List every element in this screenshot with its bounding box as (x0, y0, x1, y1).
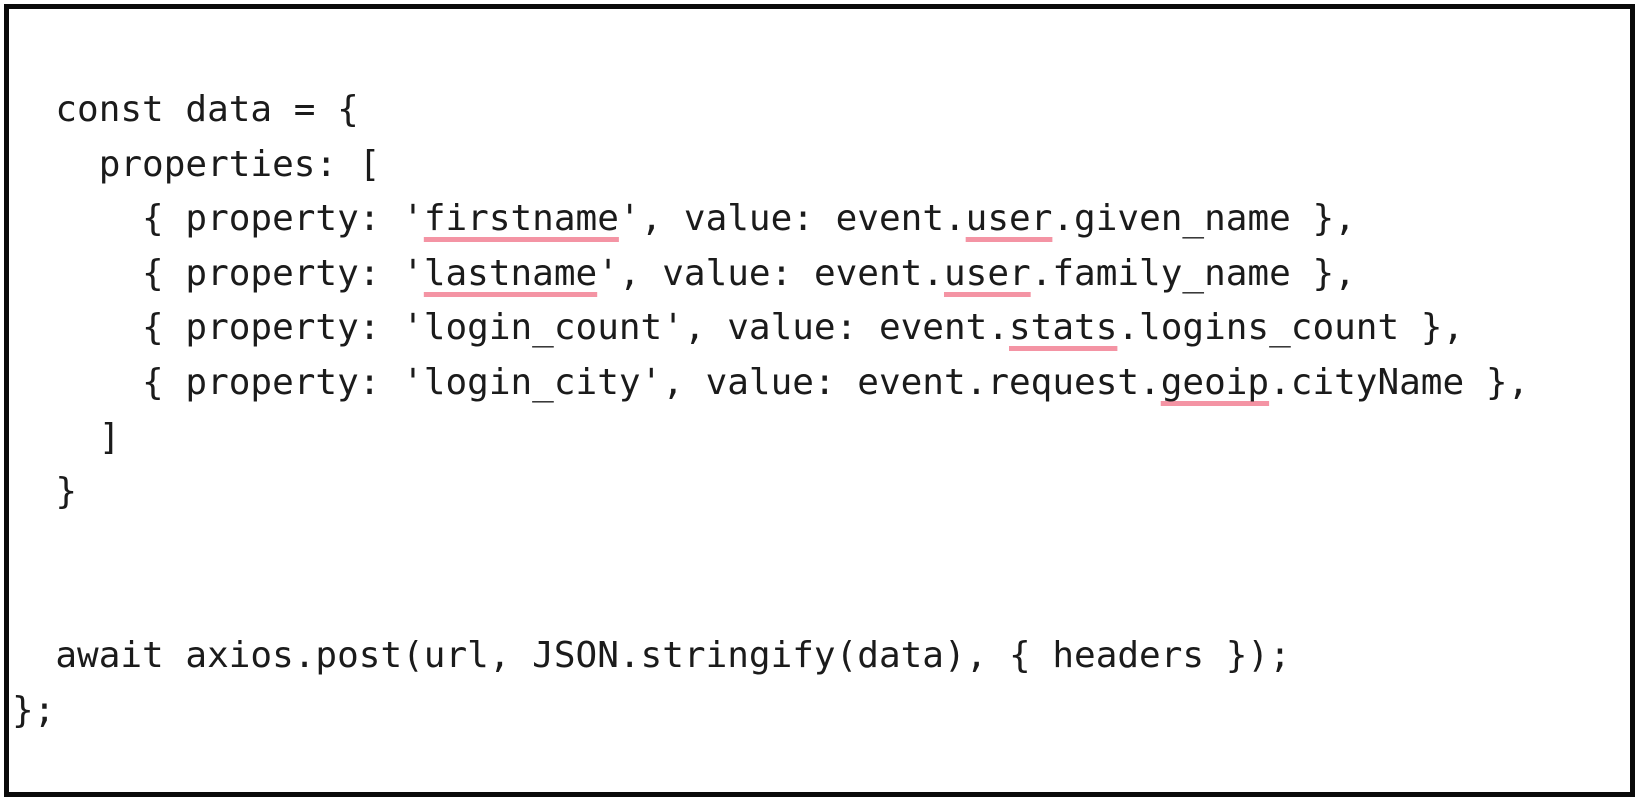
code-line: await axios.post(url, JSON.stringify(dat… (12, 634, 1291, 676)
code-text: properties: [ (12, 143, 381, 185)
flagged-token: user (943, 252, 1031, 294)
code-line: } (12, 471, 77, 512)
code-text: ', value: event. (618, 198, 966, 240)
code-text: ', value: event. (597, 252, 944, 294)
code-text: const data = { (12, 89, 359, 130)
code-line: { property: 'lastname', value: event.use… (12, 253, 1356, 294)
code-text: .logins_count }, (1117, 307, 1465, 349)
code-line: { property: 'login_count', value: event.… (12, 307, 1464, 348)
code-line: const data = { (12, 89, 359, 130)
code-line: { property: 'login_city', value: event.r… (12, 362, 1529, 403)
code-line: }; (12, 690, 55, 731)
flagged-token: stats (1009, 307, 1118, 349)
code-text: { property: 'login_count', value: event. (12, 307, 1009, 349)
flagged-token: lastname (423, 252, 598, 294)
code-snippet-panel: const data = { properties: [ { property:… (4, 4, 1635, 797)
code-line: { property: 'firstname', value: event.us… (12, 198, 1356, 239)
code-line: properties: [ (12, 143, 381, 185)
code-text: .given_name }, (1052, 198, 1356, 240)
code-line: ] (12, 416, 121, 458)
code-text: { property: ' (12, 252, 424, 294)
code-block: const data = { properties: [ { property:… (9, 9, 1630, 738)
flagged-token: geoip (1160, 361, 1270, 403)
code-text: .family_name }, (1030, 252, 1356, 294)
code-text: } (12, 471, 78, 513)
code-text: await axios.post(url, JSON.stringify(dat… (12, 634, 1291, 676)
code-text: ] (12, 416, 121, 458)
code-text: }; (12, 689, 56, 731)
flagged-token: user (965, 198, 1053, 240)
code-text: { property: 'login_city', value: event.r… (12, 361, 1161, 403)
flagged-token: firstname (423, 198, 619, 240)
code-text: { property: ' (12, 198, 424, 240)
code-text: .cityName }, (1269, 361, 1530, 403)
